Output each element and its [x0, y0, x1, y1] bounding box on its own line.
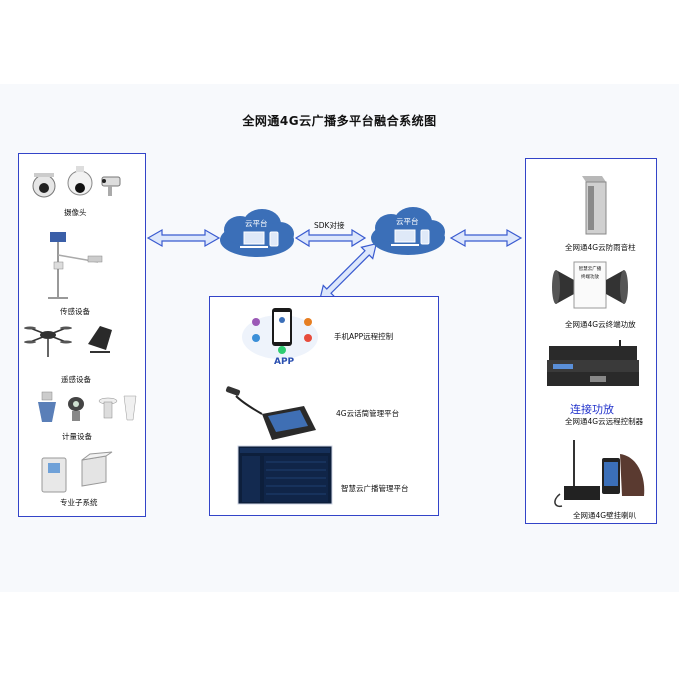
left-double-arrow: [146, 228, 221, 248]
sdk-label: SDK对接: [314, 221, 345, 230]
middle-double-arrow: [294, 228, 367, 248]
column-speaker-label: 全网通4G云防雨音柱: [565, 243, 636, 252]
amplifier-device-text: 智慧云广播 终端功放: [578, 267, 602, 280]
cloud-platform-left: [220, 209, 294, 257]
metering-label: 计量设备: [62, 432, 92, 441]
connect-amplifier-overlay: 连接功放: [570, 403, 614, 416]
diagram-title: 全网通4G云广播多平台融合系统图: [242, 114, 437, 128]
terminal-amplifier-label: 全网通4G云终端功放: [565, 320, 636, 329]
remote-controller-label: 全网通4G云远程控制器: [565, 417, 644, 426]
input-devices-panel: [18, 153, 146, 517]
cloud-right-label: 云平台: [396, 217, 419, 226]
microphone-platform-label: 4G云话筒管理平台: [336, 409, 400, 418]
broadcast-platform-label: 智慧云广播管理平台: [341, 484, 409, 493]
subsystem-label: 专业子系统: [60, 498, 98, 507]
app-badge: APP: [274, 357, 295, 367]
right-double-arrow: [449, 228, 523, 248]
mobile-app-label: 手机APP远程控制: [334, 332, 394, 341]
cloud-platform-right: [371, 207, 445, 255]
remote-sensing-label: 遥感设备: [61, 375, 91, 384]
sensor-label: 传感设备: [60, 307, 90, 316]
wall-speaker-label: 全网通4G壁挂喇叭: [573, 511, 637, 520]
camera-label: 摄像头: [64, 208, 87, 217]
cloud-left-label: 云平台: [245, 219, 268, 228]
